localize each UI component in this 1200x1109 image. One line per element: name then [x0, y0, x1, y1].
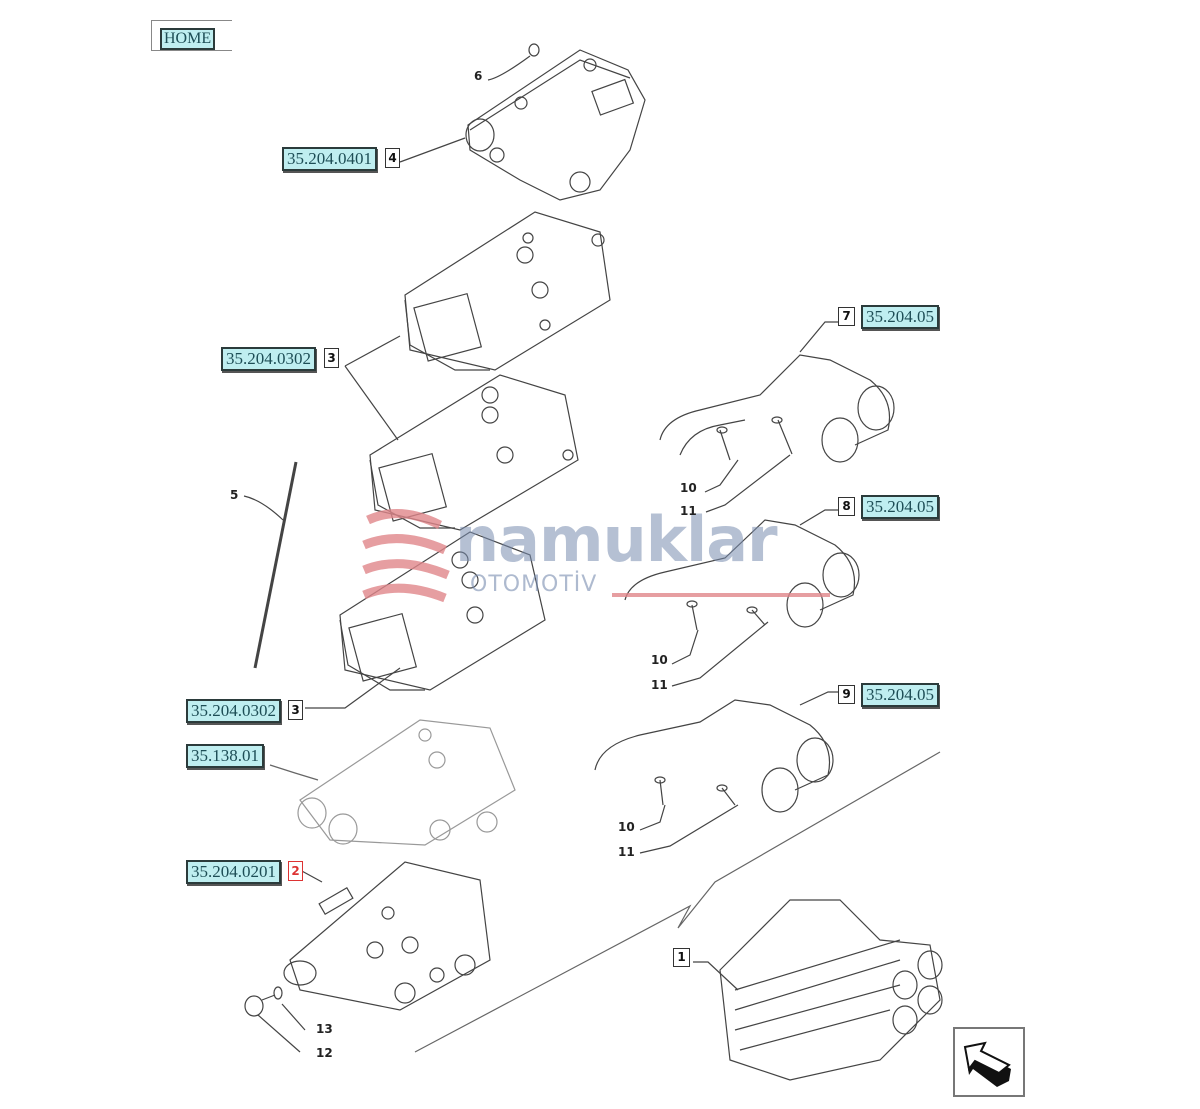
item-number-8: 8	[838, 497, 855, 516]
item-number-11-c: 11	[618, 845, 635, 859]
back-navigation-button[interactable]	[953, 1027, 1025, 1097]
home-button[interactable]: HOME	[160, 28, 216, 50]
item-number-2: 2	[288, 861, 303, 881]
watermark-brand: namuklar	[455, 503, 778, 576]
item-number-10-c: 10	[618, 820, 635, 834]
item-number-10-b: 10	[651, 653, 668, 667]
reference-link-35-138-01[interactable]: 35.138.01	[186, 744, 264, 768]
reference-link-35-204-0302-lower[interactable]: 35.204.0302	[186, 699, 281, 723]
item-number-5: 5	[230, 488, 239, 502]
reference-link-35-204-0401[interactable]: 35.204.0401	[282, 147, 377, 171]
item-number-10-a: 10	[680, 481, 697, 495]
watermark-subtitle: OTOMOTİV	[470, 572, 598, 597]
item-number-1: 1	[673, 948, 690, 967]
item-number-11-a: 11	[680, 504, 697, 518]
reference-link-35-204-0302-upper[interactable]: 35.204.0302	[221, 347, 316, 371]
item-number-12: 12	[316, 1046, 333, 1060]
home-frame	[151, 20, 232, 51]
item-number-3-upper: 3	[324, 348, 339, 368]
reference-link-35-204-0201[interactable]: 35.204.0201	[186, 860, 281, 884]
item-number-4: 4	[385, 148, 400, 168]
item-number-11-b: 11	[651, 678, 668, 692]
arrow-back-icon	[963, 1041, 1011, 1087]
item-number-3-lower: 3	[288, 700, 303, 720]
item-number-6: 6	[474, 69, 483, 83]
reference-link-35-204-05-item9[interactable]: 35.204.05	[861, 683, 939, 707]
item-number-13: 13	[316, 1022, 333, 1036]
reference-link-35-204-05-item8[interactable]: 35.204.05	[861, 495, 939, 519]
item-number-9: 9	[838, 685, 855, 704]
item-number-7: 7	[838, 307, 855, 326]
reference-link-35-204-05-item7[interactable]: 35.204.05	[861, 305, 939, 329]
